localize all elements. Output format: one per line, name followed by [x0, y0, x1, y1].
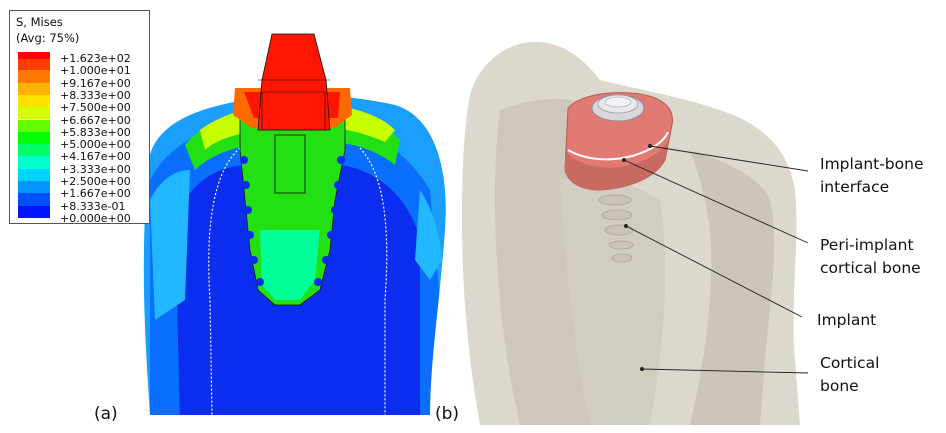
callout-implant: Implant — [817, 309, 876, 332]
implant-head — [592, 95, 644, 121]
callout-implant-bone-interface: Implant-bone interface — [820, 153, 924, 199]
callout-dot-interface — [648, 144, 652, 148]
panel-label-a: (a) — [94, 404, 118, 424]
callout-peri-implant-cortical-bone: Peri-implant cortical bone — [820, 234, 921, 280]
callout-dot-peri — [622, 158, 626, 162]
panel-label-b: (b) — [435, 404, 459, 424]
callout-cortical-bone: Cortical bone — [820, 352, 879, 398]
callout-dot-implant — [624, 224, 628, 228]
callout-dot-cortical — [640, 367, 644, 371]
